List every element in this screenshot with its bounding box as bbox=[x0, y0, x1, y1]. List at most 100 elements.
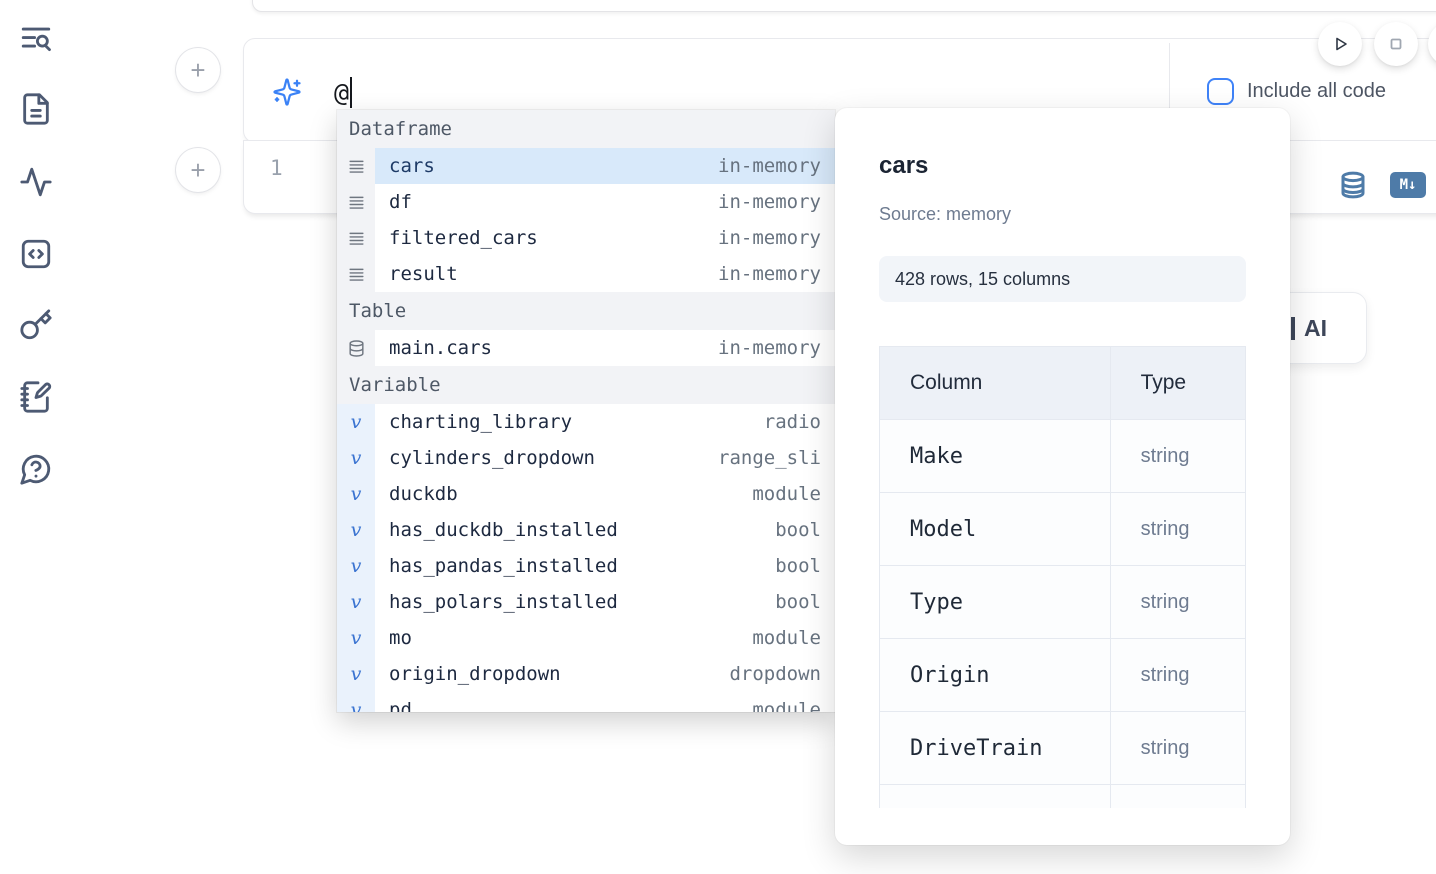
file-text-icon[interactable] bbox=[19, 92, 53, 126]
column-name-cell: Origin bbox=[879, 638, 1111, 712]
preview-shape-badge: 428 rows, 15 columns bbox=[879, 256, 1246, 302]
item-type: range_sli bbox=[718, 447, 821, 469]
variable-icon: v bbox=[337, 548, 375, 584]
item-name: has_polars_installed bbox=[389, 591, 618, 613]
item-type: in-memory bbox=[718, 263, 821, 285]
autocomplete-item-main.cars[interactable]: main.cars in-memory bbox=[337, 330, 835, 366]
prompt-text: @ bbox=[334, 77, 350, 107]
variable-icon: v bbox=[337, 692, 375, 712]
item-name: result bbox=[389, 263, 458, 285]
autocomplete-section-header: Dataframe bbox=[337, 110, 835, 148]
autocomplete-item-has_duckdb_installed[interactable]: v has_duckdb_installed bool bbox=[337, 512, 835, 548]
column-type-cell: string bbox=[1109, 419, 1246, 493]
column-name-cell bbox=[879, 784, 1111, 808]
key-icon[interactable] bbox=[19, 308, 53, 342]
text-search-icon[interactable] bbox=[19, 22, 53, 56]
column-header: Column bbox=[879, 346, 1111, 420]
autocomplete-section-header: Variable bbox=[337, 366, 835, 404]
item-type: in-memory bbox=[718, 191, 821, 213]
item-type: in-memory bbox=[718, 337, 821, 359]
column-name-cell: Type bbox=[879, 565, 1111, 639]
code-square-icon[interactable] bbox=[19, 237, 53, 271]
variable-icon: v bbox=[337, 440, 375, 476]
clipped-letter bbox=[1291, 316, 1295, 340]
play-icon bbox=[1336, 37, 1347, 51]
item-name: filtered_cars bbox=[389, 227, 538, 249]
column-type-cell: string bbox=[1109, 565, 1246, 639]
run-cell-button[interactable] bbox=[1318, 22, 1362, 66]
dataframe-icon bbox=[337, 184, 375, 220]
column-type-cell: string bbox=[1109, 492, 1246, 566]
variable-icon: v bbox=[337, 656, 375, 692]
ai-prompt-input[interactable]: @ bbox=[334, 73, 353, 111]
preview-source: Source: memory bbox=[879, 204, 1012, 224]
item-name: duckdb bbox=[389, 483, 458, 505]
ai-button-label: AI bbox=[1304, 314, 1327, 341]
cell-divider bbox=[1169, 43, 1170, 142]
preview-title: cars bbox=[879, 152, 929, 179]
column-type-cell: string bbox=[1109, 638, 1246, 712]
autocomplete-item-origin_dropdown[interactable]: v origin_dropdown dropdown bbox=[337, 656, 835, 692]
item-type: in-memory bbox=[718, 155, 821, 177]
column-name-cell: DriveTrain bbox=[879, 711, 1111, 785]
variable-icon: v bbox=[337, 584, 375, 620]
item-name: pd bbox=[389, 699, 412, 712]
item-name: origin_dropdown bbox=[389, 663, 561, 685]
item-type: module bbox=[752, 627, 821, 649]
database-connection-icon[interactable] bbox=[1338, 167, 1368, 203]
more-actions-button[interactable] bbox=[1428, 22, 1436, 66]
table-row bbox=[879, 784, 1246, 808]
include-all-code-label: Include all code bbox=[1247, 80, 1386, 102]
item-type: module bbox=[752, 483, 821, 505]
add-cell-button-top[interactable]: + bbox=[176, 48, 220, 92]
dataframe-preview-panel: cars Source: memory 428 rows, 15 columns… bbox=[835, 108, 1290, 845]
database-icon bbox=[337, 330, 375, 366]
variable-icon: v bbox=[337, 512, 375, 548]
item-type: radio bbox=[763, 411, 821, 433]
item-name: has_pandas_installed bbox=[389, 555, 618, 577]
item-type: dropdown bbox=[729, 663, 821, 685]
item-type: bool bbox=[775, 519, 821, 541]
autocomplete-item-filtered_cars[interactable]: filtered_cars in-memory bbox=[337, 220, 835, 256]
autocomplete-item-cylinders_dropdown[interactable]: v cylinders_dropdown range_sli bbox=[337, 440, 835, 476]
item-name: mo bbox=[389, 627, 412, 649]
activity-icon[interactable] bbox=[19, 165, 53, 199]
item-type: in-memory bbox=[718, 227, 821, 249]
sparkles-icon bbox=[272, 77, 302, 107]
item-name: main.cars bbox=[389, 337, 492, 359]
column-name-cell: Make bbox=[879, 419, 1111, 493]
include-all-code-checkbox[interactable] bbox=[1207, 78, 1234, 105]
autocomplete-item-has_polars_installed[interactable]: v has_polars_installed bool bbox=[337, 584, 835, 620]
autocomplete-section-header: Table bbox=[337, 292, 835, 330]
previous-cell-edge bbox=[252, 0, 1436, 12]
dataframe-icon bbox=[337, 220, 375, 256]
markdown-icon[interactable]: M↓ bbox=[1390, 172, 1426, 198]
autocomplete-item-df[interactable]: df in-memory bbox=[337, 184, 835, 220]
notebook-pen-icon[interactable] bbox=[19, 380, 53, 414]
add-cell-button-bottom[interactable]: + bbox=[176, 148, 220, 192]
item-name: cylinders_dropdown bbox=[389, 447, 595, 469]
dataframe-icon bbox=[337, 148, 375, 184]
type-header: Type bbox=[1109, 346, 1246, 420]
item-name: df bbox=[389, 191, 412, 213]
stop-button[interactable] bbox=[1374, 22, 1418, 66]
item-type: bool bbox=[775, 591, 821, 613]
help-chat-icon[interactable] bbox=[19, 452, 53, 486]
column-name-cell: Model bbox=[879, 492, 1111, 566]
item-name: has_duckdb_installed bbox=[389, 519, 618, 541]
autocomplete-item-result[interactable]: result in-memory bbox=[337, 256, 835, 292]
column-type-cell: string bbox=[1109, 711, 1246, 785]
